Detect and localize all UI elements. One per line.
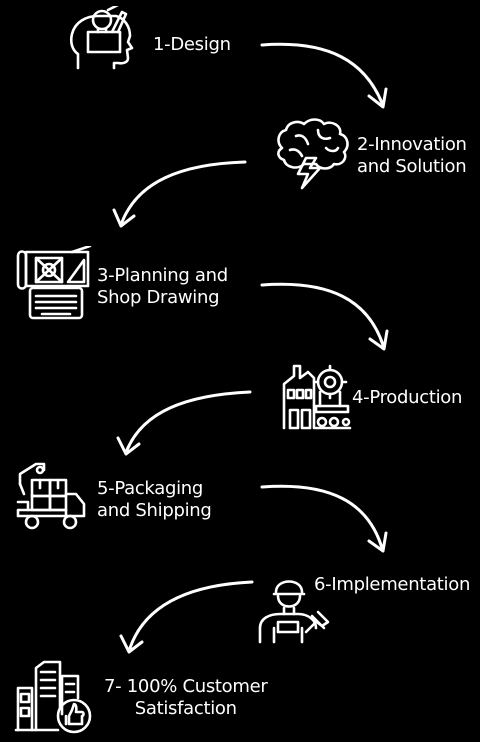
blueprint-typewriter-icon xyxy=(14,246,94,322)
brain-lightning-icon xyxy=(274,118,352,190)
delivery-truck-icon xyxy=(14,458,88,532)
buildings-thumbs-up-icon xyxy=(14,658,94,734)
worker-hammer-icon xyxy=(256,570,330,644)
arrow-step1-to-step2 xyxy=(260,42,388,109)
arrow-step3-to-step4 xyxy=(260,282,389,351)
arrow-step5-to-step6 xyxy=(260,484,388,553)
step-label-implementation: 6-Implementation xyxy=(314,574,471,595)
step-label-packaging: 5-Packaging and Shipping xyxy=(97,478,212,521)
step-label-design: 1-Design xyxy=(153,34,231,55)
step-label-satisfaction: 7- 100% Customer Satisfaction xyxy=(104,676,268,719)
factory-icon xyxy=(280,362,352,432)
step-label-production: 4-Production xyxy=(352,387,463,408)
step-label-planning: 3-Planning and Shop Drawing xyxy=(97,265,228,308)
arrow-step2-to-step3 xyxy=(112,160,247,228)
head-design-icon xyxy=(68,6,136,74)
step-label-innovation: 2-Innovation and Solution xyxy=(357,134,467,177)
arrow-step6-to-step7 xyxy=(119,580,254,654)
arrow-step4-to-step5 xyxy=(116,390,252,456)
